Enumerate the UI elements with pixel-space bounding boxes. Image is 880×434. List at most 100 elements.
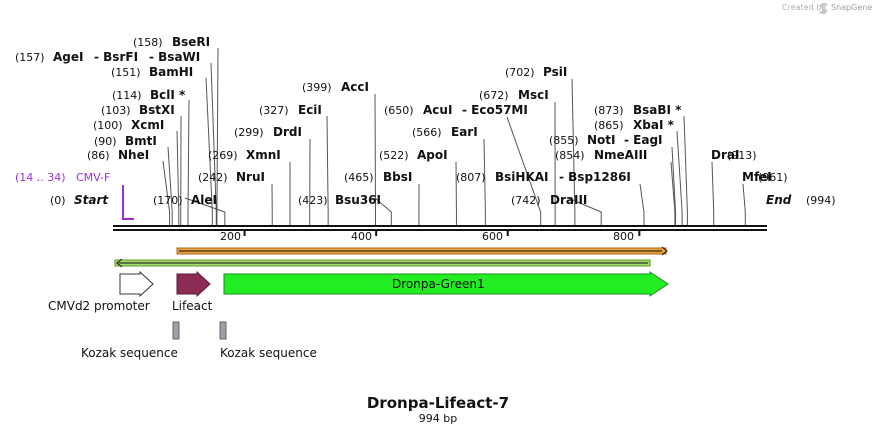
axis-tick-label: 400 — [351, 230, 372, 243]
snapgene-logo-icon — [819, 2, 828, 15]
sequence-title: Dronpa-Lifeact-7 — [367, 394, 509, 412]
enzyme-name[interactable]: BstXI — [139, 103, 175, 117]
enzyme-position: (807) — [456, 171, 486, 184]
cut-site-line — [670, 161, 676, 225]
enzyme-position: (242) — [198, 171, 228, 184]
enzyme-position: (151) — [111, 66, 141, 79]
cut-site-line — [216, 47, 219, 225]
enzyme-name[interactable]: NruI — [236, 170, 265, 184]
enzyme-name[interactable]: BsiHKAI — [495, 170, 549, 184]
sequence-length: 994 bp — [419, 412, 457, 425]
enzyme-name[interactable]: AleI — [191, 193, 217, 207]
enzyme-position: (702) — [505, 66, 535, 79]
enzyme-name[interactable]: - BsaWI — [149, 50, 200, 64]
enzyme-position: (157) — [15, 51, 45, 64]
enzyme-name[interactable]: BmtI — [125, 134, 157, 148]
enzyme-position: (522) — [379, 149, 409, 162]
enzyme-position: (742) — [511, 194, 541, 207]
enzyme-position: (873) — [594, 104, 624, 117]
cut-site-line — [506, 116, 542, 225]
lifeact-feature[interactable] — [176, 270, 211, 298]
enzyme-name[interactable]: PsiI — [543, 65, 567, 79]
enzyme-name[interactable]: DraI — [711, 148, 739, 162]
enzyme-name[interactable]: DraIII — [550, 193, 587, 207]
feature-label: Dronpa-Green1 — [392, 277, 485, 291]
enzyme-name[interactable]: DrdI — [273, 125, 302, 139]
orf-reverse[interactable] — [114, 258, 651, 268]
cut-site-line — [374, 197, 392, 225]
feature-label: Kozak sequence — [220, 346, 317, 360]
feature-label: Kozak sequence — [81, 346, 178, 360]
enzyme-position: (854) — [555, 149, 585, 162]
enzyme-position: (90) — [94, 135, 117, 148]
enzyme-position: (299) — [234, 126, 264, 139]
enzyme-name[interactable]: EarI — [451, 125, 478, 139]
enzyme-name[interactable]: EciI — [298, 103, 322, 117]
enzyme-name[interactable]: MfeI — [742, 170, 772, 184]
cut-site-line — [205, 77, 213, 225]
feature-label: CMVd2 promoter — [48, 299, 150, 313]
cut-site-line — [567, 197, 602, 225]
position-axis: 200 400 600 800 — [220, 230, 641, 243]
cmvd2-promoter-feature[interactable] — [119, 270, 154, 298]
enzyme-position: (158) — [133, 36, 163, 49]
enzyme-name[interactable]: - BsrFI — [94, 50, 138, 64]
enzyme-name[interactable]: AcuI — [423, 103, 452, 117]
enzyme-name[interactable]: BamHI — [149, 65, 193, 79]
cut-site-line — [184, 197, 226, 225]
credit-brand: SnapGene — [831, 3, 872, 12]
feature-label: Lifeact — [172, 299, 213, 313]
enzyme-name[interactable]: AccI — [341, 80, 369, 94]
enzyme-position: (327) — [259, 104, 289, 117]
cut-site-line — [571, 78, 576, 225]
enzyme-name[interactable]: ApoI — [417, 148, 448, 162]
enzyme-name[interactable]: XcmI — [131, 118, 164, 132]
enzyme-name[interactable]: BseRI — [172, 35, 210, 49]
enzyme-name[interactable]: BclI * — [150, 88, 186, 102]
kozak-feature[interactable] — [219, 321, 227, 340]
kozak-feature[interactable] — [172, 321, 180, 340]
axis-tick-label: 800 — [613, 230, 634, 243]
enzyme-name[interactable]: - EagI — [624, 133, 663, 147]
orf-forward[interactable] — [176, 246, 668, 256]
enzyme-name[interactable]: XbaI * — [633, 118, 675, 132]
enzyme-name[interactable]: NmeAIII — [594, 148, 647, 162]
cut-site-line — [671, 146, 677, 225]
enzyme-position: (100) — [93, 119, 123, 132]
enzyme-position: (566) — [412, 126, 442, 139]
enzyme-position: (103) — [101, 104, 131, 117]
cut-site-line — [167, 146, 173, 225]
cut-site-line — [639, 183, 645, 225]
primer-label: CMV-F — [76, 171, 110, 184]
enzyme-name[interactable]: BsaBI * — [633, 103, 682, 117]
cut-site-line — [187, 99, 190, 225]
enzyme-name[interactable]: AgeI — [53, 50, 83, 64]
enzyme-name[interactable]: - Eco57MI — [462, 103, 528, 117]
enzyme-name[interactable]: MscI — [518, 88, 549, 102]
enzyme-position: (855) — [549, 134, 579, 147]
enzyme-labels: (158) BseRI (157) AgeI - BsrFI - BsaWI (… — [15, 35, 788, 207]
cut-site-line — [742, 183, 746, 225]
axis-tick-label: 600 — [482, 230, 503, 243]
enzyme-name[interactable]: Bsu36I — [335, 193, 381, 207]
cut-site-line — [711, 161, 715, 225]
enzyme-name[interactable]: - Bsp1286I — [559, 170, 631, 184]
cut-site-line — [326, 115, 329, 225]
cut-site-line — [676, 130, 683, 225]
enzyme-name[interactable]: BbsI — [383, 170, 412, 184]
enzyme-name[interactable]: XmnI — [246, 148, 281, 162]
cut-site-line — [683, 115, 688, 225]
enzyme-name[interactable]: NheI — [118, 148, 149, 162]
start-label: Start — [74, 193, 109, 207]
enzyme-position: (865) — [594, 119, 624, 132]
dronpa-green1-feature[interactable] — [223, 271, 669, 297]
cut-site-lines — [162, 47, 746, 225]
end-label: End — [766, 193, 792, 207]
enzyme-name[interactable]: NotI — [587, 133, 616, 147]
enzyme-position: (913) — [727, 149, 757, 162]
cut-site-line — [483, 138, 486, 225]
cut-site-line — [176, 130, 180, 225]
enzyme-position: (170) — [153, 194, 183, 207]
credit-text: Created by — [782, 3, 826, 12]
enzyme-position: (86) — [87, 149, 110, 162]
